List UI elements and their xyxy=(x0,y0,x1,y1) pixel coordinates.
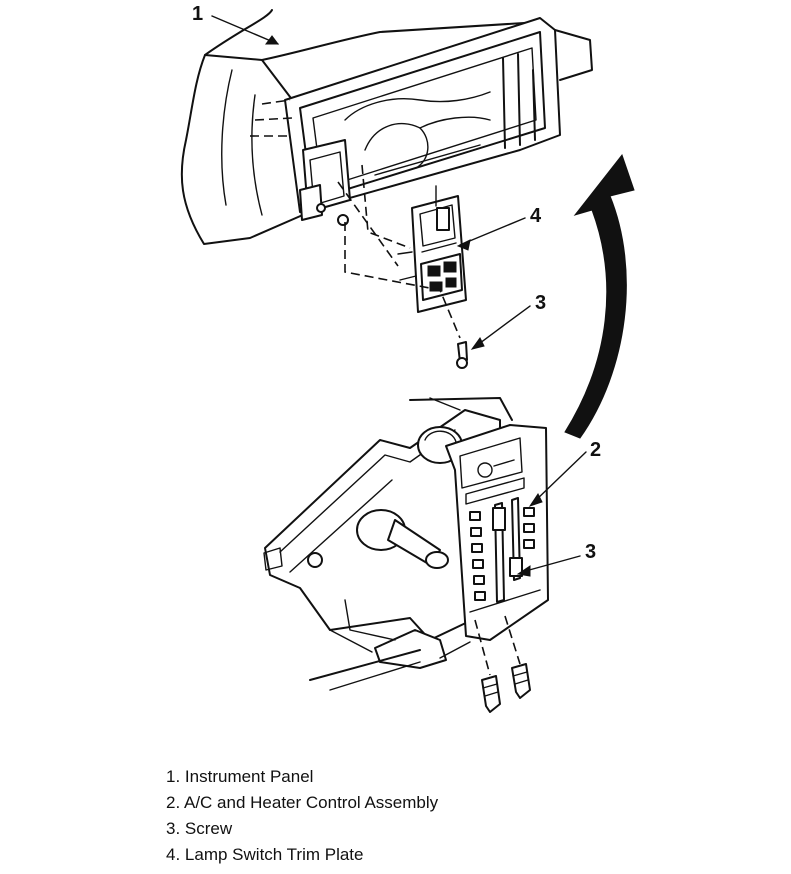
callout-2-leader xyxy=(528,451,587,507)
legend-item: 1. Instrument Panel xyxy=(166,764,438,790)
legend-number: 1. xyxy=(166,767,181,786)
legend-item: 3. Screw xyxy=(166,816,438,842)
legend-number: 3. xyxy=(166,819,181,838)
lamp-switch-trim-plate xyxy=(397,185,467,313)
callout-1-leader xyxy=(211,15,279,45)
callout-3-top: 3 xyxy=(535,292,546,314)
legend-item: 2. A/C and Heater Control Assembly xyxy=(166,790,438,816)
curved-direction-arrow xyxy=(564,153,635,439)
legend-number: 2. xyxy=(166,793,181,812)
callout-3-bottom-leader xyxy=(516,555,581,577)
legend-label: Instrument Panel xyxy=(184,767,314,786)
callout-4-leader xyxy=(456,217,526,251)
callout-3-bottom: 3 xyxy=(585,541,596,563)
legend-number: 4. xyxy=(166,845,181,864)
callout-4: 4 xyxy=(530,205,542,227)
legend-item: 4. Lamp Switch Trim Plate xyxy=(166,842,438,868)
parts-legend: 1. Instrument Panel 2. A/C and Heater Co… xyxy=(166,764,438,868)
instrument-panel xyxy=(180,9,593,245)
screw-top xyxy=(456,305,531,369)
ac-heater-control-assembly xyxy=(263,397,549,691)
top-attachment-lines xyxy=(337,164,461,339)
exploded-view-diagram: 1 4 3 2 3 xyxy=(180,3,635,713)
legend-label: A/C and Heater Control Assembly xyxy=(183,793,439,812)
screws-bottom xyxy=(474,615,531,713)
callout-2: 2 xyxy=(590,439,601,461)
callout-1: 1 xyxy=(192,3,203,25)
legend-label: Lamp Switch Trim Plate xyxy=(184,845,364,864)
legend-label: Screw xyxy=(184,819,233,838)
